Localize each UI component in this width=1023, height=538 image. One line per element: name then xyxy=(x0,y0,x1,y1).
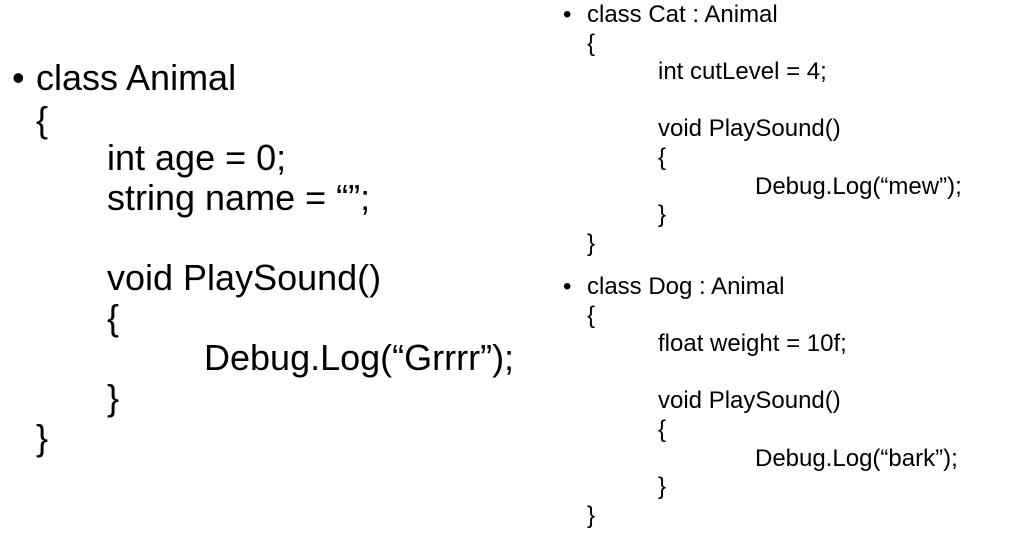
animal-method-playsound: void PlaySound() xyxy=(107,257,382,298)
bullet-dog: • xyxy=(563,273,572,300)
dog-method-open-brace: { xyxy=(658,416,667,443)
animal-method-close-brace: } xyxy=(107,377,120,418)
animal-class-header: class Animal xyxy=(36,57,237,98)
cat-class-header: class Cat : Animal xyxy=(587,1,778,28)
dog-debug-log: Debug.Log(“bark”); xyxy=(755,445,958,472)
cat-debug-log: Debug.Log(“mew”); xyxy=(755,173,962,200)
dog-method-playsound: void PlaySound() xyxy=(658,387,841,414)
dog-field-weight: float weight = 10f; xyxy=(658,330,847,357)
animal-open-brace: { xyxy=(36,99,49,140)
cat-field-cutlevel: int cutLevel = 4; xyxy=(658,58,827,85)
dog-open-brace: { xyxy=(587,302,596,329)
cat-close-brace: } xyxy=(587,230,596,257)
cat-method-playsound: void PlaySound() xyxy=(658,115,841,142)
animal-method-open-brace: { xyxy=(107,297,120,338)
cat-method-open-brace: { xyxy=(658,144,667,171)
dog-method-close-brace: } xyxy=(658,473,667,500)
dog-class-header: class Dog : Animal xyxy=(587,273,785,300)
dog-close-brace: } xyxy=(587,502,596,529)
bullet-animal: • xyxy=(12,57,25,98)
bullet-cat: • xyxy=(563,1,572,28)
cat-open-brace: { xyxy=(587,30,596,57)
animal-field-name: string name = “”; xyxy=(107,177,371,218)
animal-close-brace: } xyxy=(36,417,49,458)
animal-debug-log: Debug.Log(“Grrrr”); xyxy=(204,337,515,378)
cat-method-close-brace: } xyxy=(658,201,667,228)
animal-field-age: int age = 0; xyxy=(107,137,287,178)
